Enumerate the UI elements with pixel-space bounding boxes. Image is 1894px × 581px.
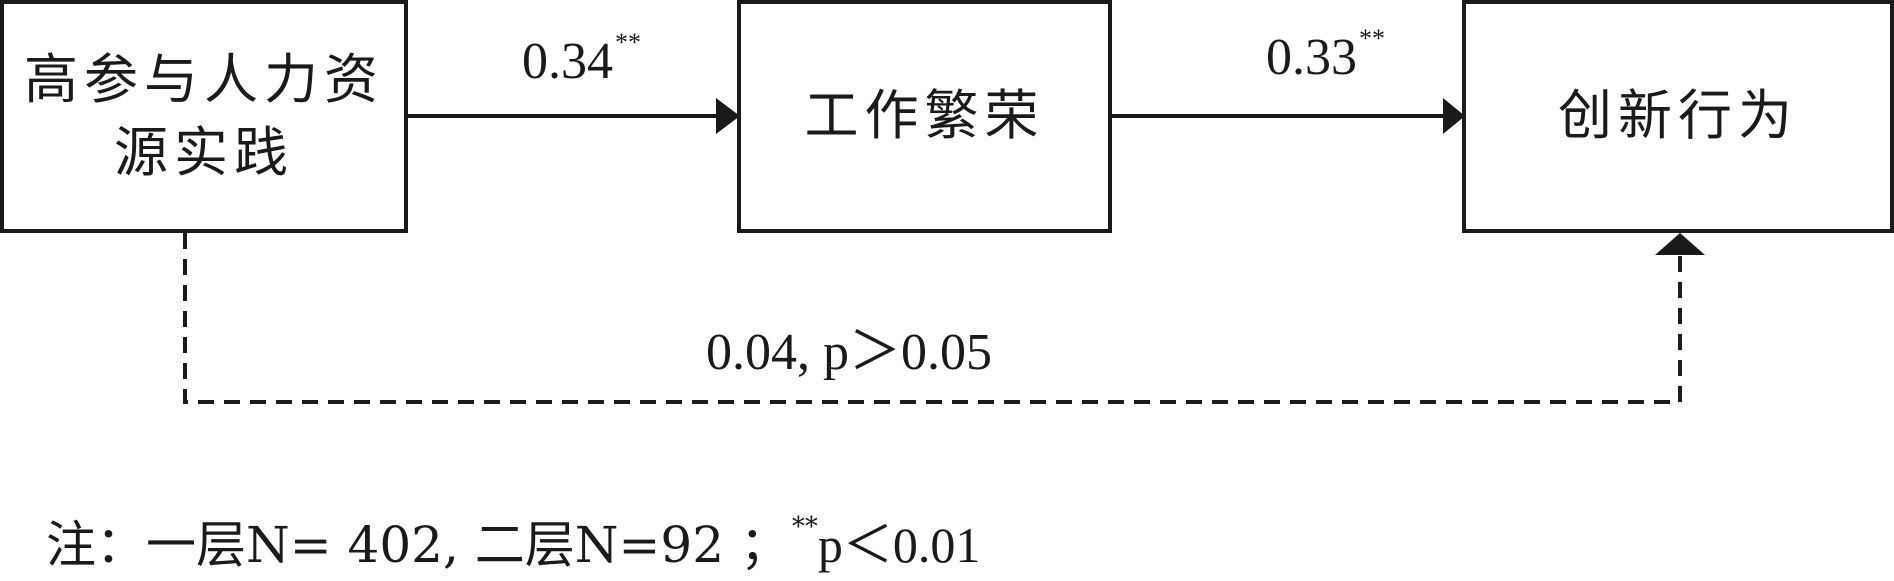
note-sig-mark: **	[791, 512, 818, 542]
path-a-coefficient: 0.34**	[522, 30, 641, 90]
path-a-significance: **	[615, 28, 641, 57]
arrow-direct-head	[1655, 233, 1705, 255]
path-b-significance: **	[1359, 24, 1385, 53]
note-sig-text: p＜0.01	[817, 517, 981, 573]
direct-path-value: 0.04, p＞0.05	[706, 324, 993, 381]
node-innovation-label: 创新行为	[1558, 84, 1798, 148]
node-hr-practices: 高参与人力资源实践	[0, 0, 408, 233]
arrow-a-head	[716, 98, 740, 134]
path-a-value: 0.34	[522, 33, 613, 90]
node-work-thriving-label: 工作繁荣	[804, 84, 1045, 148]
direct-path-label: 0.04, p＞0.05	[706, 327, 992, 379]
path-b-value: 0.33	[1266, 29, 1357, 86]
arrow-direct-line	[183, 233, 1682, 404]
path-b-coefficient: 0.33**	[1266, 26, 1385, 86]
diagram-note: 注：一层N= 402, 二层N=92 ；**p＜0.01	[46, 514, 981, 573]
node-hr-practices-label: 高参与人力资源实践	[24, 47, 384, 184]
node-innovation: 创新行为	[1462, 0, 1894, 233]
arrow-b-head	[1443, 98, 1465, 134]
note-prefix: 注：一层N= 402, 二层N=92 ；	[46, 516, 790, 574]
node-work-thriving: 工作繁荣	[737, 0, 1112, 233]
